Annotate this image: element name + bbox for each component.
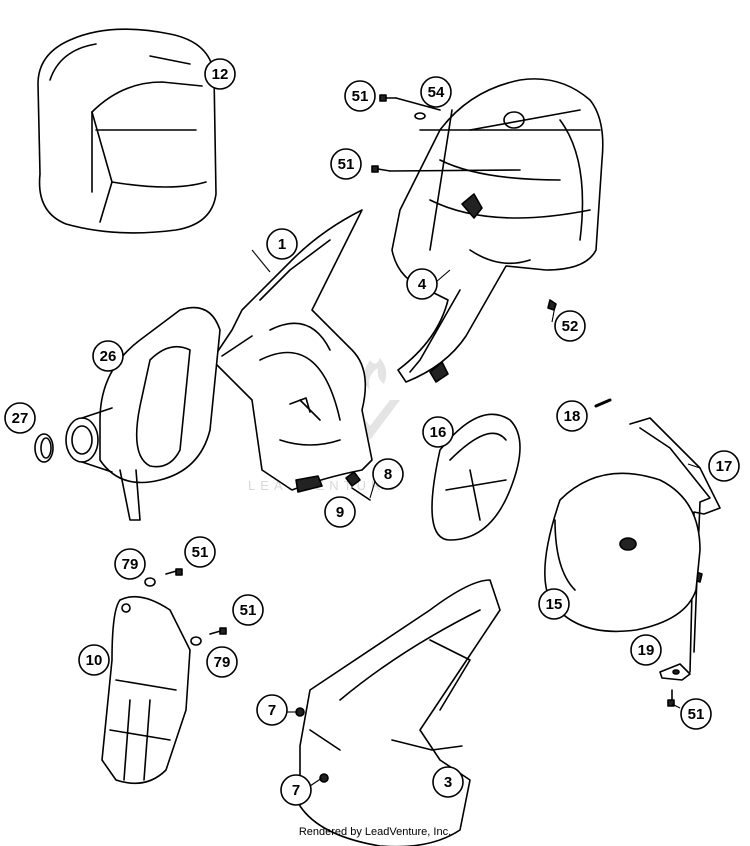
callout-51: 51: [344, 80, 376, 112]
svg-text:1: 1: [278, 236, 286, 253]
svg-text:79: 79: [122, 556, 139, 573]
callout-1: 1: [266, 228, 298, 260]
svg-text:10: 10: [86, 652, 103, 669]
svg-text:51: 51: [338, 156, 355, 173]
svg-text:18: 18: [564, 408, 581, 425]
callout-79: 79: [114, 548, 146, 580]
svg-text:3: 3: [444, 774, 452, 791]
part-10-side-panel: [101, 595, 191, 785]
callout-27: 27: [4, 402, 36, 434]
svg-text:15: 15: [546, 596, 563, 613]
footer-credit: Rendered by LeadVenture, Inc.: [298, 826, 452, 838]
svg-text:7: 7: [292, 782, 300, 799]
callout-26: 26: [92, 340, 124, 372]
leader-lines: [251, 249, 701, 787]
svg-text:51: 51: [688, 706, 705, 723]
bolts-left: [144, 568, 675, 707]
svg-text:54: 54: [428, 84, 445, 101]
svg-text:7: 7: [268, 702, 276, 719]
callout-19: 19: [630, 634, 662, 666]
callout-16: 16: [422, 416, 454, 448]
callout-79: 79: [206, 646, 238, 678]
callout-15: 15: [538, 588, 570, 620]
part-16-filter-holder: [431, 413, 521, 541]
callout-51: 51: [330, 148, 362, 180]
callout-9: 9: [324, 496, 356, 528]
svg-text:51: 51: [352, 88, 369, 105]
part-8-9-screw-clip: [345, 471, 371, 501]
svg-text:12: 12: [212, 66, 229, 83]
callout-51: 51: [680, 698, 712, 730]
svg-text:8: 8: [384, 466, 392, 483]
callout-18: 18: [556, 400, 588, 432]
callouts: 12 51 54 51 1 4 52 26 27 18 16 8 9 17 79…: [4, 58, 740, 806]
svg-text:26: 26: [100, 348, 117, 365]
callout-51: 51: [232, 594, 264, 626]
svg-text:52: 52: [562, 318, 579, 335]
callout-8: 8: [372, 458, 404, 490]
callout-3: 3: [432, 766, 464, 798]
callout-51: 51: [184, 536, 216, 568]
part-26-intake-boot: [65, 306, 221, 521]
callout-54: 54: [420, 76, 452, 108]
part-19-bracket: [659, 663, 691, 681]
callout-12: 12: [204, 58, 236, 90]
part-3-side-panel: [295, 579, 501, 846]
part-4-airbox: [391, 78, 604, 383]
callout-17: 17: [708, 450, 740, 482]
svg-text:9: 9: [336, 504, 344, 521]
part-1-filter-box: [211, 209, 373, 493]
bolts-top: [371, 94, 557, 311]
callout-7: 7: [256, 694, 288, 726]
svg-text:19: 19: [638, 642, 655, 659]
svg-text:79: 79: [214, 654, 231, 671]
part-12-filter-box-cover: [37, 28, 217, 234]
callout-52: 52: [554, 310, 586, 342]
svg-text:27: 27: [12, 410, 29, 427]
callout-10: 10: [78, 644, 110, 676]
part-27-clamp: [34, 433, 54, 463]
svg-text:17: 17: [716, 458, 733, 475]
callout-4: 4: [406, 268, 438, 300]
callout-7: 7: [280, 774, 312, 806]
svg-text:16: 16: [430, 424, 447, 441]
svg-text:51: 51: [240, 602, 257, 619]
svg-text:51: 51: [192, 544, 209, 561]
svg-text:4: 4: [418, 276, 427, 293]
part-18-pin: [594, 398, 612, 408]
